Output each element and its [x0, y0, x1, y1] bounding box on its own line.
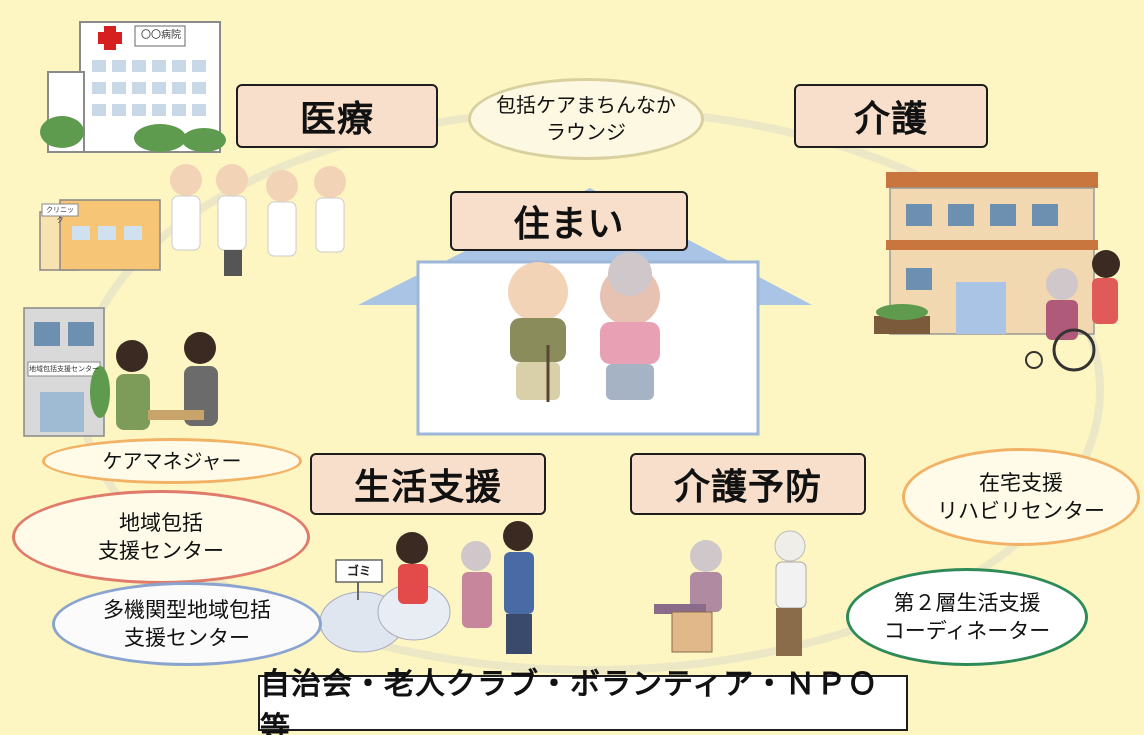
oval-multi-center-line-1: 多機関型地域包括	[103, 597, 271, 622]
clinic-sign: クリニック	[46, 206, 74, 224]
oval-care-manager-line-1: ケアマネジャー	[102, 448, 242, 473]
consultation-illustration	[116, 332, 218, 430]
elderly-couple-illustration	[508, 252, 660, 402]
oval-multi-center-line-2: 支援センター	[124, 626, 250, 650]
helpers-illustration	[396, 521, 534, 654]
oval-home-rehab-line-2: リハビリセンター	[937, 499, 1105, 523]
oval-home-rehab-line-1: 在宅支援	[979, 470, 1063, 495]
garbage-sign: ゴミ	[346, 564, 371, 578]
oval-home-rehab: 在宅支援 リハビリセンター	[902, 448, 1140, 546]
hospital-illustration	[40, 21, 226, 153]
house-illustration	[358, 188, 812, 436]
garbage-bags-illustration	[319, 559, 451, 653]
center-building-illustration	[23, 307, 110, 437]
label-housing: 住まい	[450, 191, 688, 251]
oval-regional-center-line-2: 支援センター	[98, 539, 224, 563]
center-building-sign: 地域包括支援センター	[29, 365, 99, 373]
label-medical: 医療	[236, 84, 438, 148]
label-care: 介護	[794, 84, 988, 148]
oval-lounge-line-2: ラウンジ	[546, 120, 626, 144]
oval-lounge: 包括ケアまちんなか ラウンジ	[468, 78, 704, 160]
oval-coordinator-line-2: コーディネーター	[883, 619, 1051, 643]
label-care-prevention: 介護予防	[630, 453, 866, 515]
exercise-illustration	[654, 530, 807, 656]
clinic-illustration	[39, 199, 161, 271]
oval-multi-center: 多機関型地域包括 支援センター	[52, 582, 322, 666]
oval-care-manager: ケアマネジャー	[42, 438, 302, 484]
oval-regional-center-line-1: 地域包括	[119, 510, 203, 535]
label-life-support: 生活支援	[310, 453, 546, 515]
oval-coordinator-line-1: 第２層生活支援	[893, 590, 1041, 615]
medical-staff-illustration	[170, 164, 346, 276]
wheelchair-illustration	[1025, 250, 1120, 372]
community-organizations-bar: 自治会・老人クラブ・ボランティア・ＮＰＯ 等	[258, 667, 910, 735]
hospital-sign: 〇〇病院	[141, 30, 181, 41]
oval-lounge-line-1: 包括ケアまちんなか	[496, 93, 676, 117]
care-facility-illustration	[874, 172, 1098, 335]
oval-coordinator: 第２層生活支援 コーディネーター	[846, 568, 1088, 666]
oval-regional-center: 地域包括 支援センター	[12, 490, 310, 584]
